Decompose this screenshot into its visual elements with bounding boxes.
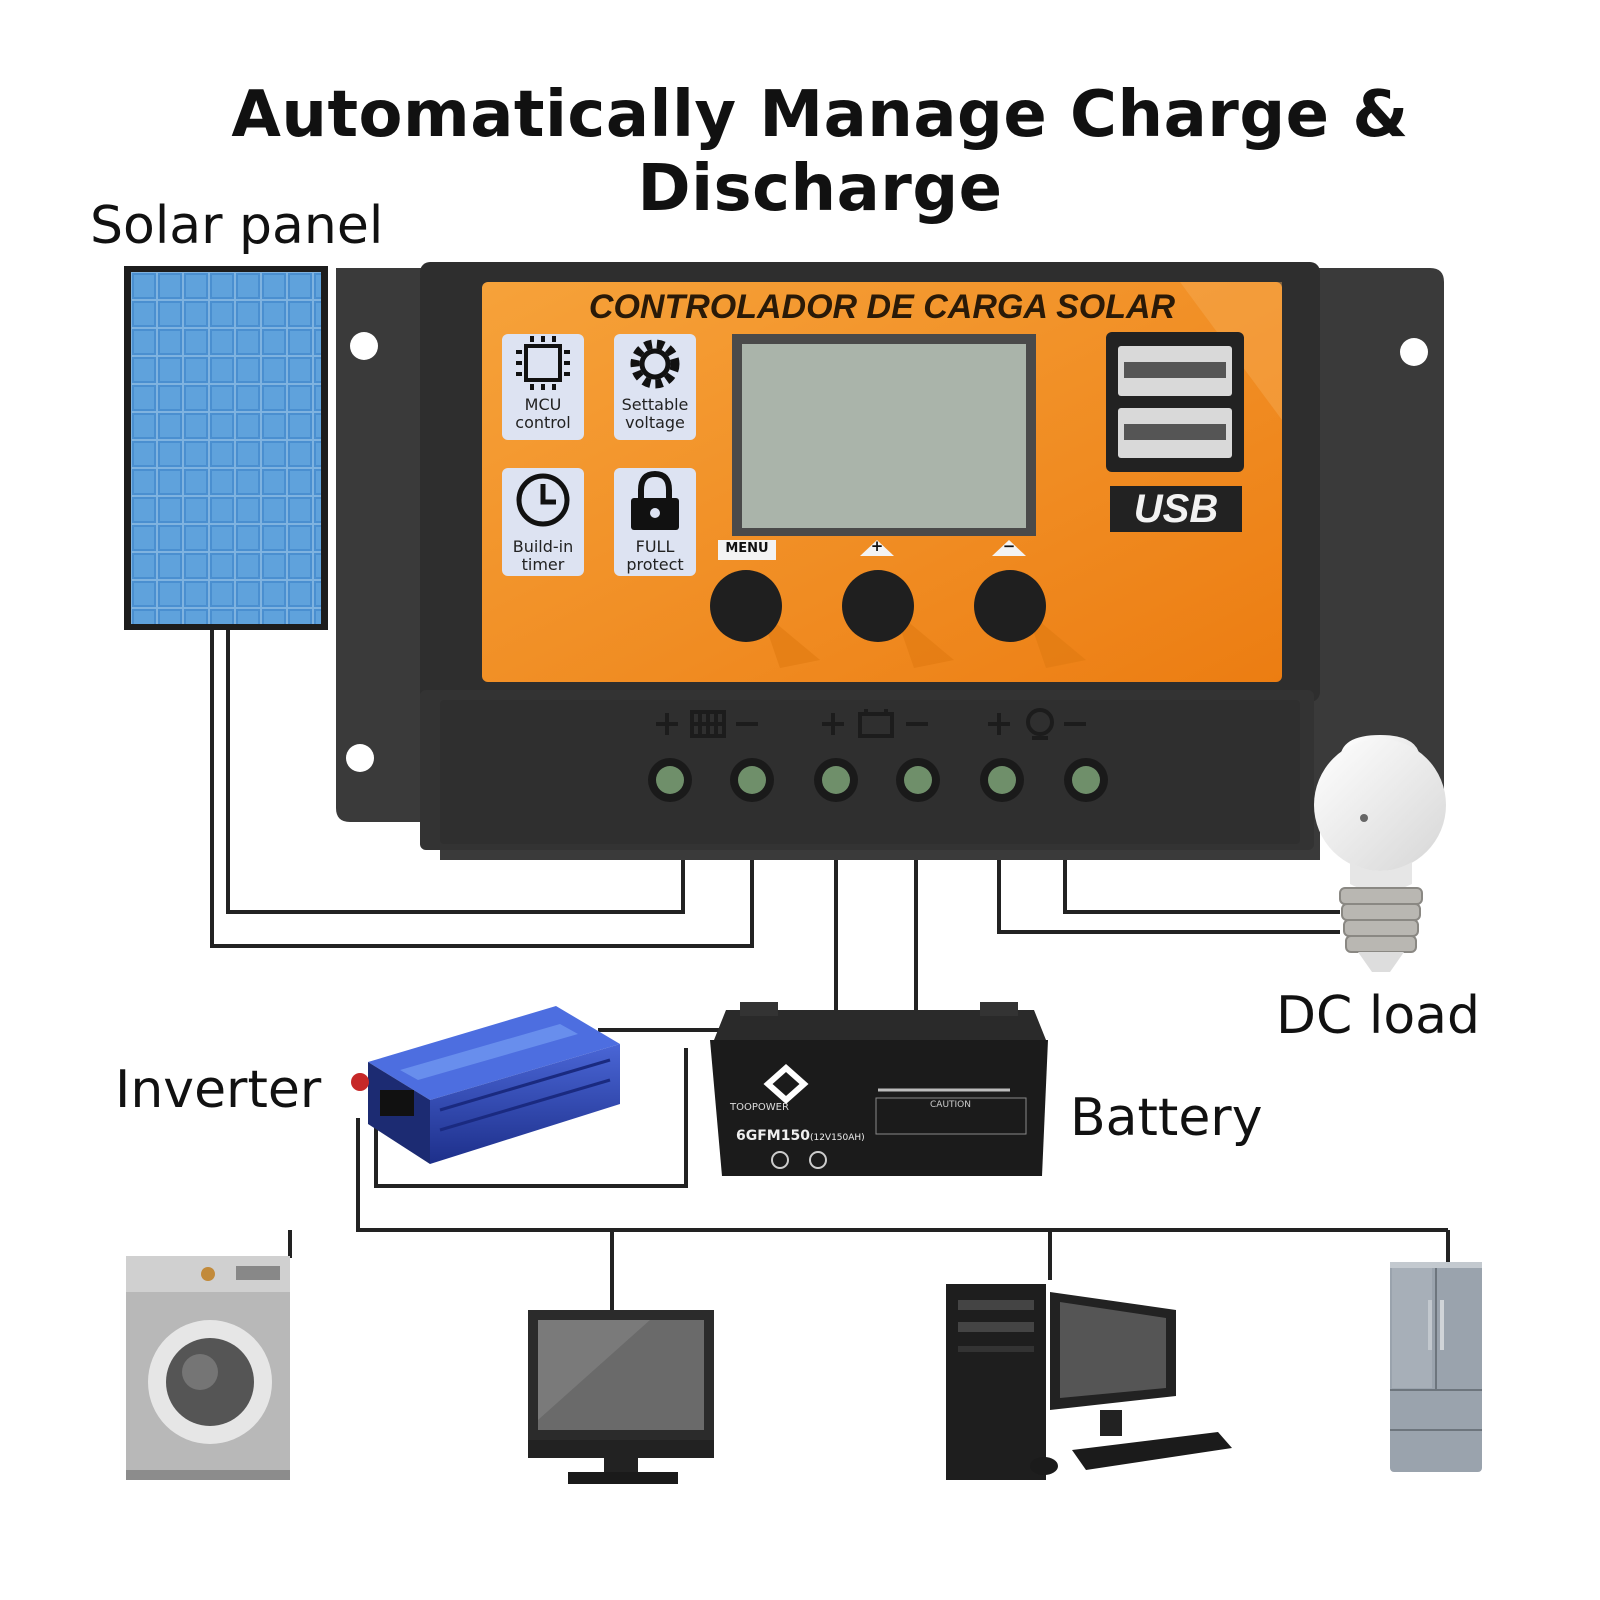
menu-button[interactable]	[710, 570, 782, 642]
dc-load-label: DC load	[1276, 986, 1481, 1046]
chip-icon	[516, 336, 570, 390]
battery-symbol-icon	[858, 712, 894, 738]
battery-brand-logo	[763, 1063, 809, 1105]
feature-mcu-line1: MCU	[524, 395, 562, 414]
mount-hole-top-left	[350, 332, 378, 360]
wire-solar-positive	[226, 628, 685, 914]
feature-mcu-line2: control	[515, 413, 571, 432]
feature-voltage-line2: voltage	[625, 413, 685, 432]
usb-label-box	[1110, 486, 1242, 532]
gear-icon	[630, 339, 680, 389]
mount-hole-bottom-left	[346, 744, 374, 772]
inverter-outlet	[380, 1090, 414, 1116]
wire-load-negative	[1063, 860, 1340, 914]
clock-icon	[516, 473, 570, 527]
refrigerator	[1390, 1262, 1482, 1472]
plus-button[interactable]	[842, 570, 914, 642]
battery-model-code: 6GFM150	[736, 1128, 810, 1144]
feature-mcu-text: MCU control	[502, 396, 584, 432]
minus-label-plate	[992, 540, 1026, 556]
usb-label: USB	[1133, 487, 1219, 531]
solar-panel-label: Solar panel	[90, 196, 384, 256]
feature-voltage-text: Settable voltage	[614, 396, 696, 432]
mouse	[1030, 1457, 1058, 1475]
screw-terminals	[648, 758, 1108, 802]
feature-protect-line2: protect	[626, 555, 684, 574]
inverter	[351, 1006, 620, 1164]
battery-model-spec: (12V150AH)	[809, 1133, 865, 1143]
feature-timer-line2: timer	[521, 555, 565, 574]
battery-label: Battery	[1070, 1088, 1263, 1148]
menu-label-plate	[718, 540, 776, 560]
feature-voltage-line1: Settable	[621, 395, 689, 414]
solar-panel	[124, 266, 328, 630]
minus-button-label: −	[1002, 537, 1016, 555]
menu-button-label: MENU	[725, 541, 769, 556]
page-title: Automatically Manage Charge & Discharge	[231, 78, 1409, 226]
battery-brand: TOOPOWER	[730, 1102, 789, 1113]
plus-button-label: +	[870, 537, 884, 555]
mount-hole-top-right	[1400, 338, 1428, 366]
monitor	[528, 1310, 714, 1484]
dc-load-bulb	[1314, 735, 1446, 972]
feature-protect-text: FULL protect	[614, 538, 696, 574]
desktop-computer	[946, 1284, 1232, 1480]
wire-battery-inverter-negative	[374, 1048, 688, 1188]
minus-button[interactable]	[974, 570, 1046, 642]
battery	[710, 1002, 1048, 1176]
plus-label-plate	[860, 540, 894, 556]
washing-machine	[126, 1256, 290, 1480]
feature-timer-text: Build-in timer	[502, 538, 584, 574]
wire-ac-bus	[356, 1118, 1448, 1232]
keyboard	[1072, 1432, 1232, 1470]
load-symbol-icon	[1026, 708, 1054, 736]
wire-solar-negative	[210, 628, 754, 948]
feature-protect-line1: FULL	[635, 537, 675, 556]
feature-tiles	[502, 334, 696, 576]
lock-icon	[631, 470, 679, 530]
inverter-label: Inverter	[115, 1060, 322, 1120]
battery-caution: CAUTION	[930, 1100, 971, 1110]
inverter-terminal-positive	[351, 1073, 369, 1091]
controller-heading: CONTROLADOR DE CARGA SOLAR	[588, 288, 1176, 326]
feature-timer-line1: Build-in	[512, 537, 574, 556]
wire-load-positive	[997, 860, 1340, 934]
lcd-screen	[742, 344, 1026, 528]
wiring	[210, 628, 1450, 1310]
terminal-symbols	[656, 708, 1086, 740]
battery-model: 6GFM150(12V150AH)	[736, 1128, 865, 1144]
